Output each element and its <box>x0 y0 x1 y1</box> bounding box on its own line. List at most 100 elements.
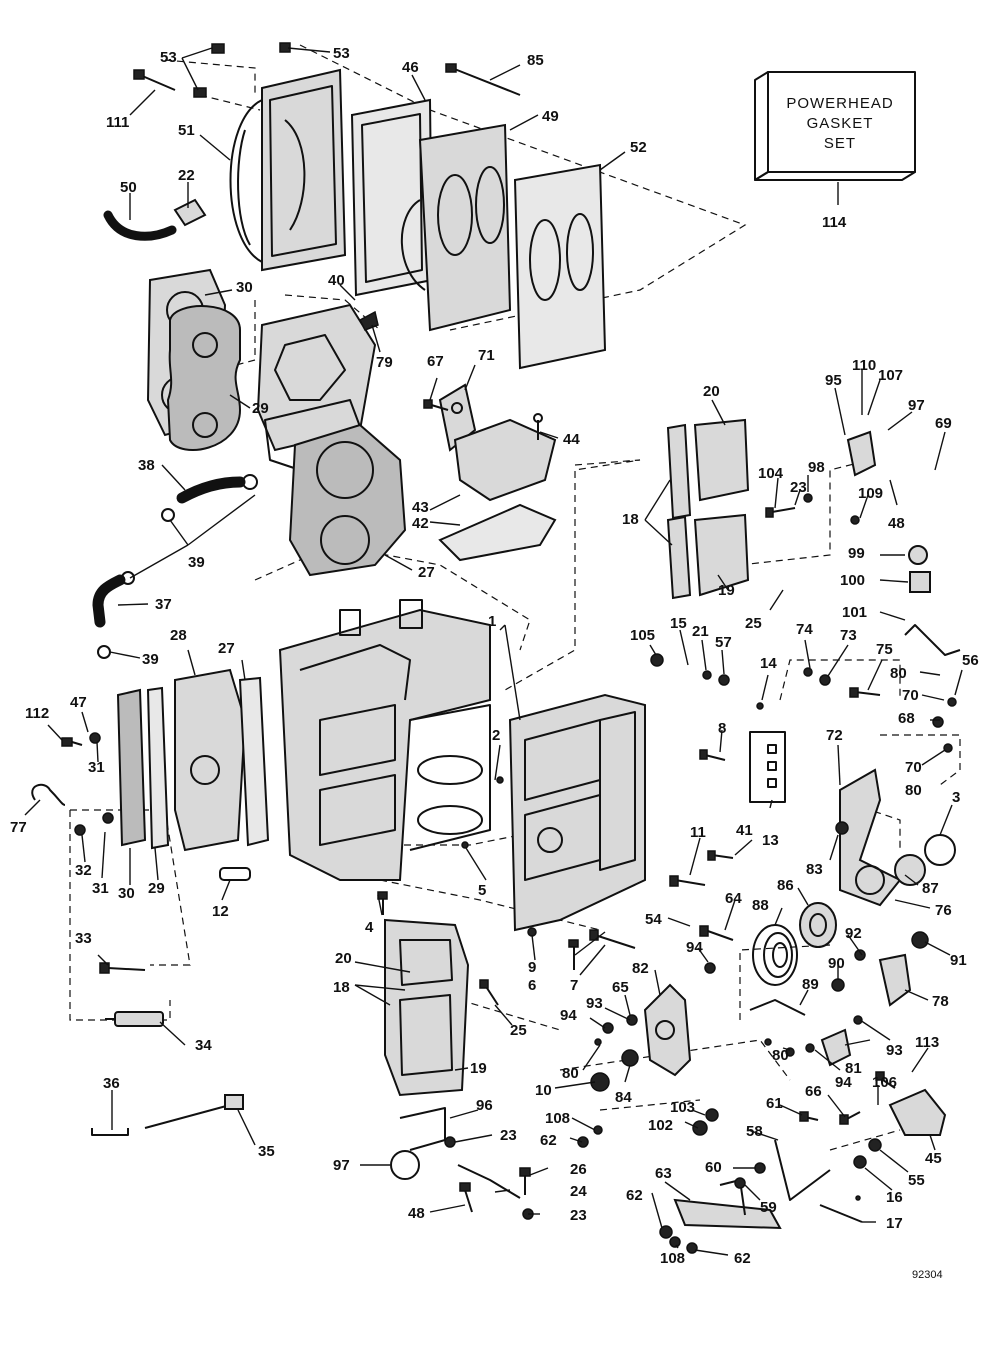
callout-43: 43 <box>412 499 429 516</box>
callout-1: 1 <box>488 613 496 630</box>
callout-52: 52 <box>630 139 647 156</box>
link-rod-89 <box>749 999 806 1016</box>
bolt-33 <box>99 962 146 974</box>
callout-39b: 39 <box>142 651 159 668</box>
callout-111: 111 <box>106 114 129 131</box>
bracket-43 <box>453 418 557 502</box>
spark-plug-34 <box>105 1011 164 1027</box>
screw-112 <box>61 737 83 747</box>
lever-82 <box>643 983 692 1077</box>
callout-46: 46 <box>402 59 419 76</box>
callout-100: 100 <box>840 572 865 589</box>
callout-32: 32 <box>75 862 92 879</box>
exhaust-plate-49 <box>400 123 512 332</box>
callout-89: 89 <box>802 976 819 993</box>
callout-63: 63 <box>655 1165 672 1182</box>
callout-81: 81 <box>845 1060 862 1077</box>
callout-3: 3 <box>952 789 960 806</box>
figure-code: 92304 <box>912 1269 943 1281</box>
callout-30a: 30 <box>236 279 253 296</box>
callout-69: 69 <box>935 415 952 432</box>
callout-98: 98 <box>808 459 825 476</box>
powerhead-gasket-set-box: POWERHEAD GASKET SET <box>754 71 916 181</box>
callout-40: 40 <box>328 272 345 289</box>
callout-36: 36 <box>103 1075 120 1092</box>
callout-76: 76 <box>935 902 952 919</box>
callout-41: 41 <box>736 822 753 839</box>
callout-45: 45 <box>925 1150 942 1167</box>
callout-30b: 30 <box>118 885 135 902</box>
callout-60: 60 <box>705 1159 722 1176</box>
screw-67 <box>423 399 449 411</box>
callout-24: 24 <box>570 1183 587 1200</box>
callout-80a: 80 <box>890 665 907 682</box>
callout-14: 14 <box>760 655 777 672</box>
callout-25a: 25 <box>745 615 762 632</box>
reed-plate-18-upper <box>666 423 692 600</box>
cylinder-head-cover-27-block <box>256 303 377 471</box>
head-gasket-29 <box>166 305 242 451</box>
callout-23c: 23 <box>570 1207 587 1224</box>
callout-27b: 27 <box>418 564 435 581</box>
callout-108a: 108 <box>545 1110 570 1127</box>
callout-80d: 80 <box>772 1047 789 1064</box>
callout-50: 50 <box>120 179 137 196</box>
callout-107: 107 <box>878 367 903 384</box>
rod-101 <box>904 624 961 656</box>
bolt-111 <box>133 69 176 91</box>
callout-17: 17 <box>886 1215 903 1232</box>
callout-108b: 108 <box>660 1250 685 1267</box>
callout-71: 71 <box>478 347 495 364</box>
callout-65: 65 <box>612 979 629 996</box>
callout-94b: 94 <box>560 1007 577 1024</box>
callout-90: 90 <box>828 955 845 972</box>
hose-50 <box>103 210 177 241</box>
callout-91: 91 <box>950 952 967 969</box>
callout-80b: 80 <box>905 782 922 799</box>
gasket-42 <box>438 503 557 562</box>
callout-83: 83 <box>806 861 823 878</box>
callout-62c: 62 <box>734 1250 751 1267</box>
callout-42: 42 <box>412 515 429 532</box>
callout-61: 61 <box>766 1095 783 1112</box>
callout-72: 72 <box>826 727 843 744</box>
pin-12 <box>219 867 251 881</box>
callout-109: 109 <box>858 485 883 502</box>
callout-101: 101 <box>842 604 867 621</box>
callout-82: 82 <box>632 960 649 977</box>
callout-70a: 70 <box>902 687 919 704</box>
callout-27a: 27 <box>218 640 235 657</box>
callout-26: 26 <box>570 1161 587 1178</box>
callout-74: 74 <box>796 621 813 638</box>
callout-104: 104 <box>758 465 784 482</box>
long-bolt-85 <box>445 63 521 96</box>
callout-29a: 29 <box>252 400 269 417</box>
callout-94c: 94 <box>835 1074 852 1091</box>
cylinder-block <box>278 599 491 881</box>
callout-114: 114 <box>822 214 847 231</box>
callout-23a: 23 <box>790 479 807 496</box>
callout-9: 9 <box>528 959 536 976</box>
callout-95: 95 <box>825 372 842 389</box>
callout-78: 78 <box>932 993 949 1010</box>
callout-77: 77 <box>10 819 27 836</box>
callout-93b: 93 <box>886 1042 903 1059</box>
callout-7: 7 <box>570 977 578 994</box>
gasket-52 <box>513 163 607 370</box>
callout-53b: 53 <box>333 45 350 62</box>
callout-75: 75 <box>876 641 893 658</box>
callout-28: 28 <box>170 627 187 644</box>
callout-110: 110 <box>852 357 876 374</box>
callout-94a: 94 <box>686 939 703 956</box>
fitting-95-99-100 <box>846 430 931 593</box>
box-text-line2: GASKET <box>807 115 874 132</box>
crankcase <box>508 693 646 932</box>
bracket-71 <box>438 383 477 452</box>
callout-62a: 62 <box>540 1132 557 1149</box>
callout-112: 112 <box>25 705 49 722</box>
box-text-line1: POWERHEAD <box>786 95 893 112</box>
callout-37: 37 <box>155 596 172 613</box>
callout-57: 57 <box>715 634 732 651</box>
collar-86 <box>799 902 837 948</box>
callout-84: 84 <box>615 1089 632 1106</box>
